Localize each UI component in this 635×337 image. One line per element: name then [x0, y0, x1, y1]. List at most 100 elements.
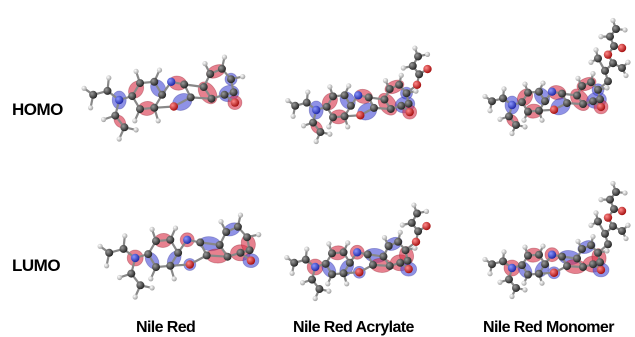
homo-nile-red-atom-hydrogen: [101, 116, 107, 123]
homo-nile-red-atom-carbon: [199, 83, 208, 91]
homo-nile-red-atom-carbon: [89, 90, 98, 99]
homo-nile-red-acrylate-atom-carbon: [329, 113, 337, 122]
lumo-nile-red-acrylate-atom-carbon: [301, 255, 310, 264]
homo-nile-red-monomer-atom-nitrogen: [507, 100, 517, 110]
lumo-nile-red-acrylate-atom-hydrogen: [399, 222, 405, 228]
lumo-nile-red-atom-carbon: [105, 248, 114, 257]
homo-nile-red-monomer-atom-carbon: [606, 32, 614, 41]
lumo-nile-red-monomer-atom-carbon: [524, 270, 532, 279]
lumo-nile-red-monomer-atom-oxygen: [603, 213, 613, 222]
homo-nile-red-monomer-atom-hydrogen: [622, 27, 628, 33]
lumo-nile-red-atom-carbon: [233, 222, 242, 231]
lumo-nile-red-monomer-atom-carbon: [589, 260, 597, 269]
homo-nile-red-acrylate-atom-carbon: [404, 99, 413, 108]
homo-nile-red-monomer-atom-carbon: [505, 112, 513, 121]
homo-nile-red-atom-carbon: [128, 92, 137, 101]
lumo-nile-red-monomer-atom-carbon: [601, 229, 609, 238]
homo-nile-red-atom-carbon: [136, 105, 144, 114]
lumo-nile-red-acrylate-atom-carbon: [328, 249, 336, 258]
lumo-nile-red-atom-hydrogen: [172, 225, 179, 231]
homo-nile-red-atom-hydrogen: [116, 136, 122, 142]
homo-nile-red-monomer-atom-hydrogen: [623, 72, 629, 79]
lumo-nile-red-acrylate-atom-hydrogen: [345, 240, 351, 246]
lumo-nile-red-monomer-atom-hydrogen: [539, 280, 545, 286]
homo-nile-red-atom-hydrogen: [221, 54, 228, 60]
homo-nile-red-atom-hydrogen: [133, 68, 139, 74]
column-label-nile-red-monomer: Nile Red Monomer: [483, 319, 614, 336]
lumo-nile-red-atom-hydrogen: [149, 226, 155, 232]
homo-nile-red-acrylate-atom-carbon: [322, 102, 331, 111]
lumo-nile-red-atom-nitrogen: [183, 235, 192, 244]
lumo-nile-red-acrylate-atom-hydrogen: [423, 208, 430, 214]
homo-nile-red-atom-hydrogen: [202, 61, 208, 67]
homo-nile-red-atom-nitrogen: [115, 95, 124, 105]
homo-nile-red-atom-hydrogen: [155, 118, 161, 124]
homo-nile-red-monomer-atom-hydrogen: [521, 117, 527, 123]
homo-nile-red-atom-carbon: [207, 94, 216, 103]
homo-nile-red-acrylate-atom-oxygen: [356, 111, 365, 120]
lumo-nile-red-atom-hydrogen: [122, 233, 128, 239]
lumo-nile-red-monomer-atom-hydrogen: [501, 249, 507, 255]
homo-nile-red-acrylate-atom-hydrogen: [346, 83, 352, 89]
lumo-nile-red-atom-hydrogen: [171, 276, 177, 282]
homo-nile-red-acrylate-atom-oxygen: [412, 80, 422, 90]
homo-nile-red-monomer-atom-hydrogen: [604, 85, 610, 91]
lumo-nile-red-monomer-atom-carbon: [609, 222, 617, 231]
lumo-nile-red-monomer-atom-carbon: [587, 241, 595, 250]
homo-nile-red-acrylate-atom-hydrogen: [290, 113, 296, 119]
homo-nile-red-monomer-atom-carbon: [589, 97, 597, 106]
lumo-nile-red-monomer-atom-nitrogen: [507, 263, 517, 273]
homo-nile-red-acrylate-atom-hydrogen: [424, 51, 431, 57]
lumo-nile-red-acrylate-atom-hydrogen: [411, 202, 417, 208]
lumo-nile-red-monomer-atom-carbon: [594, 248, 602, 257]
lumo-nile-red-acrylate-atom-carbon: [414, 227, 423, 236]
column-label-nile-red-acrylate: Nile Red Acrylate: [293, 319, 414, 336]
row-label-lumo: LUMO: [12, 256, 61, 275]
lumo-nile-red-atom-carbon: [136, 281, 145, 290]
homo-nile-red-atom-carbon: [150, 103, 159, 112]
homo-nile-red-acrylate-atom-carbon: [408, 61, 417, 70]
lumo-nile-red-atom-oxygen: [185, 260, 194, 269]
homo-nile-red-atom-oxygen: [230, 98, 240, 107]
lumo-nile-red-acrylate-atom-carbon: [407, 218, 416, 227]
homo-nile-red-monomer-atom-carbon: [512, 120, 520, 129]
lumo-nile-red-acrylate-atom-hydrogen: [304, 246, 310, 252]
lumo-nile-red-acrylate-atom-hydrogen: [312, 295, 318, 302]
lumo-nile-red-monomer-atom-carbon: [618, 226, 626, 235]
homo-nile-red-monomer-atom-hydrogen: [501, 86, 507, 92]
homo-nile-red-atom-hydrogen: [81, 85, 87, 91]
homo-nile-red-monomer-atom-carbon: [601, 66, 609, 75]
homo-nile-red-monomer-atom-carbon: [488, 97, 496, 106]
lumo-nile-red-monomer-atom-carbon: [488, 260, 496, 269]
lumo-nile-red-monomer-atom-hydrogen: [509, 293, 515, 300]
homo-nile-red-atom-hydrogen: [240, 74, 246, 80]
homo-nile-red-monomer-atom-carbon: [612, 25, 620, 33]
lumo-nile-red-monomer-atom-hydrogen: [588, 222, 594, 228]
homo-nile-red-atom-hydrogen: [88, 105, 94, 111]
lumo-nile-red-atom-carbon: [166, 261, 175, 270]
homo-nile-red-monomer-atom-hydrogen: [593, 47, 599, 53]
homo-nile-red-monomer-atom-carbon: [579, 100, 587, 109]
homo-nile-red-acrylate-atom-carbon: [329, 92, 337, 101]
lumo-nile-red-atom-carbon: [144, 250, 153, 259]
lumo-nile-red-atom-carbon: [223, 252, 232, 261]
row-label-homo: HOMO: [12, 100, 63, 119]
lumo-nile-red-monomer-atom-hydrogen: [487, 271, 493, 277]
lumo-nile-red-monomer-atom-carbon: [596, 258, 604, 267]
lumo-nile-red-monomer-atom-hydrogen: [575, 238, 581, 244]
lumo-nile-red-monomer-atom-hydrogen: [482, 256, 488, 263]
homo-nile-red-acrylate-atom-hydrogen: [326, 124, 332, 130]
homo-nile-red-monomer-atom-hydrogen: [482, 93, 488, 100]
lumo-nile-red-monomer-atom-oxygen: [549, 268, 559, 277]
lumo-nile-red-monomer-atom-oxygen: [596, 265, 606, 275]
lumo-nile-red-acrylate-atom-hydrogen: [300, 280, 306, 286]
homo-nile-red-atom-carbon: [229, 88, 238, 97]
homo-nile-red-atom-carbon: [186, 93, 195, 102]
homo-nile-red-acrylate-atom-carbon: [386, 104, 395, 113]
homo-nile-red-monomer-atom-oxygen: [549, 105, 559, 114]
lumo-nile-red-atom-carbon: [152, 263, 160, 272]
lumo-nile-red-atom-hydrogen: [97, 243, 103, 249]
homo-nile-red-monomer-atom-hydrogen: [487, 108, 493, 114]
lumo-nile-red-acrylate-atom-hydrogen: [325, 281, 331, 287]
lumo-nile-red-monomer-atom-carbon: [558, 252, 566, 261]
